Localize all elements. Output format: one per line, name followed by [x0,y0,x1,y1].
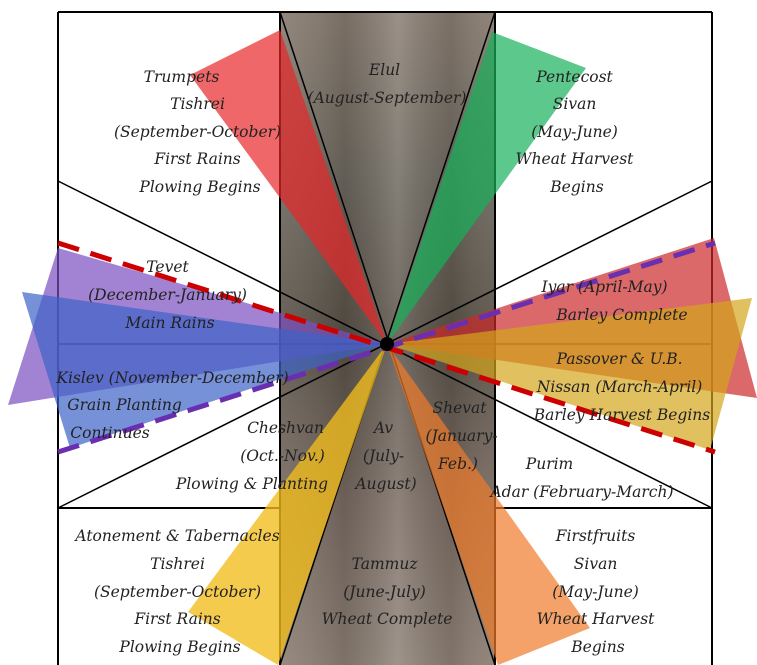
wedge-blue-left [22,292,387,448]
label-iyar: Iyar (April-May) Barley Complete [540,278,687,324]
label-pentecost: Pentecost Sivan (May-June) Wheat Harvest… [516,68,639,196]
label-av: Av (July- August) [353,419,416,493]
label-kislev: Kislev (November-December) Grain Plantin… [55,369,293,442]
color-wedges [8,30,757,665]
label-tevet: Tevet (December-January) Main Rains [88,258,252,332]
label-firstfruits: Firstfruits Sivan (May-June) Wheat Harve… [537,527,660,656]
label-atonement: Atonement & Tabernacles Tishrei (Septemb… [73,527,284,656]
label-purim: Purim Adar (February-March) [488,455,673,501]
label-cheshvan: Cheshvan (Oct.-Nov.) Plowing & Planting [175,419,330,493]
wedge-orange-bottom [387,344,590,665]
wedge-red-top [190,30,387,344]
wedge-gold-right [387,298,752,450]
label-tammuz: Tammuz (June-July) Wheat Complete [322,555,453,628]
center-dot [380,337,394,351]
label-elul: Elul (August-September) [308,61,467,107]
wedge-green-top [387,32,586,344]
label-passover: Passover & U.B. Nissan (March-April) Bar… [533,350,710,424]
label-shevat: Shevat (January- Feb.) [425,399,502,473]
label-trumpets: Trumpets Tishrei (September-October) Fir… [114,68,286,196]
wedge-yellow-bottom [188,344,387,665]
